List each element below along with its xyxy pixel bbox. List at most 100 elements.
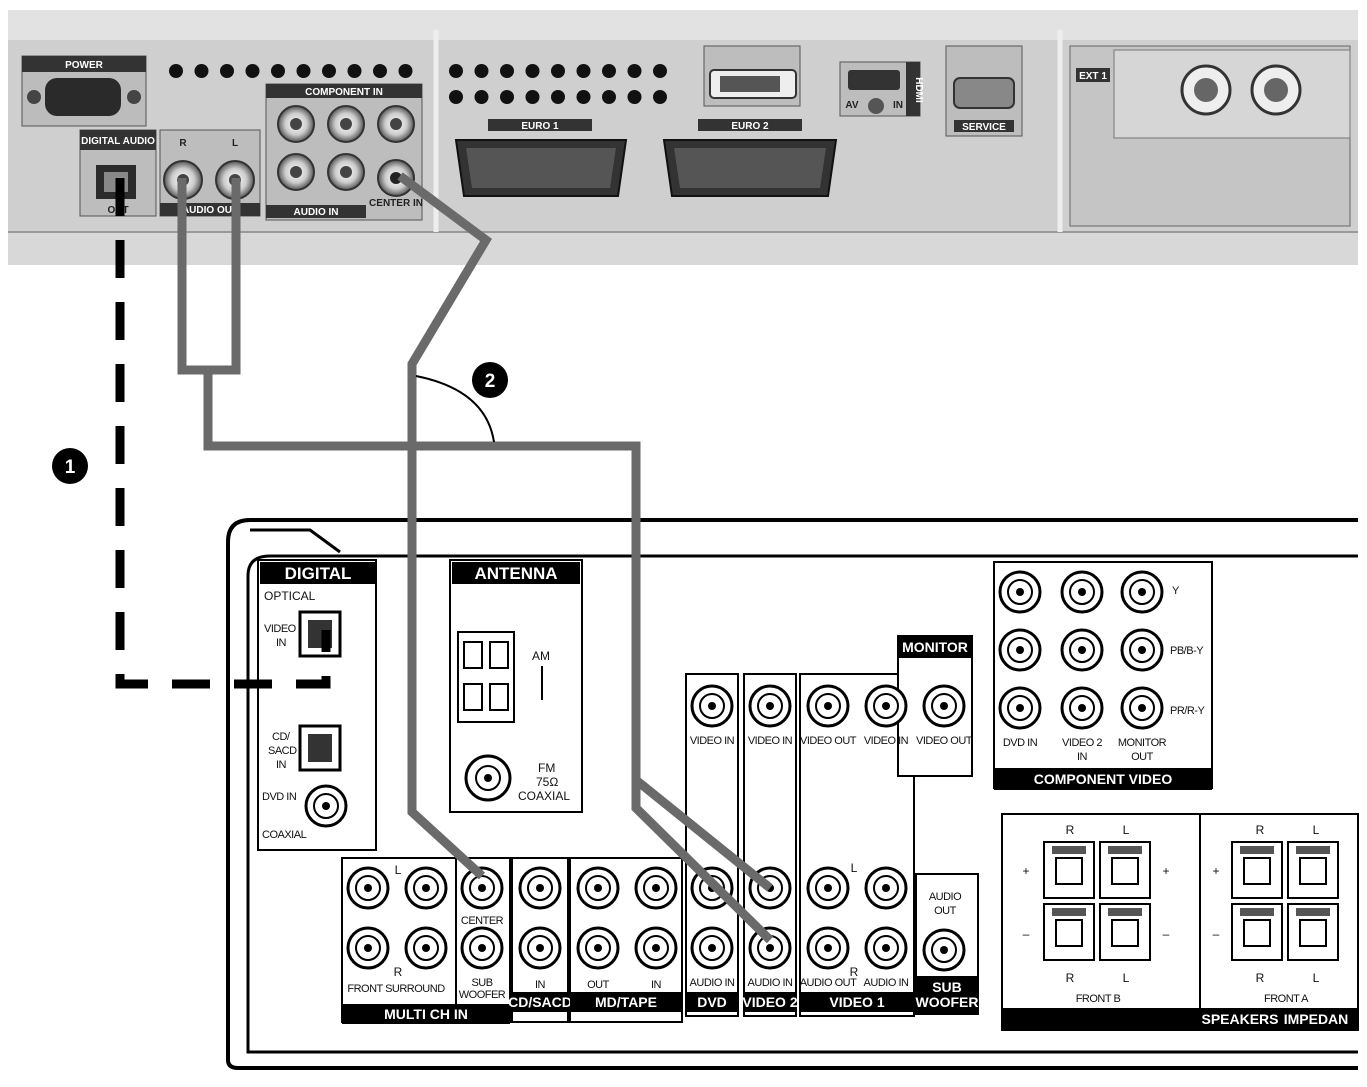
speaker-terminal <box>1099 841 1151 899</box>
svg-text:SACD: SACD <box>268 745 297 757</box>
svg-text:VIDEO 2: VIDEO 2 <box>264 623 304 635</box>
svg-text:–: – <box>1213 927 1220 941</box>
tv-vent-holes-left <box>169 64 413 78</box>
rca-jack <box>634 866 678 910</box>
speaker-terminal <box>1043 903 1095 961</box>
callout-1-label: 1 <box>65 457 76 478</box>
vent-hole <box>525 90 540 104</box>
rca-jack <box>518 866 562 910</box>
rca-jack <box>922 928 966 972</box>
speaker-terminal <box>1231 841 1283 899</box>
rca-jack <box>748 926 792 970</box>
callout-2-label: 2 <box>485 371 496 392</box>
vent-hole <box>322 64 336 78</box>
rca-jack <box>998 628 1042 672</box>
rca-jack <box>1120 686 1164 730</box>
speaker-terminal <box>1287 903 1339 961</box>
rca-jack <box>1060 686 1104 730</box>
receiver-antenna-section: ANTENNA AM FM 75Ω COAXIAL <box>449 559 583 813</box>
power-socket: POWER <box>21 55 147 127</box>
svg-text:OUT: OUT <box>587 979 610 991</box>
digital-head: DIGITAL <box>285 564 352 583</box>
svg-text:AUDIO IN: AUDIO IN <box>690 977 735 989</box>
svg-text:CD/: CD/ <box>272 731 291 743</box>
component-in-label: COMPONENT IN <box>305 87 383 98</box>
rca-jack <box>690 684 734 728</box>
tv-back-panel: POWER DIGITAL AUDIO OUT R L AUDIO OUT <box>8 10 1358 265</box>
svg-text:L: L <box>1123 823 1130 837</box>
video1-head: VIDEO 1 <box>829 994 884 1010</box>
vent-hole <box>576 90 591 104</box>
callout-2: 2 <box>472 362 508 398</box>
rca-jack <box>690 926 734 970</box>
rca-jack <box>1060 628 1104 672</box>
vent-hole <box>627 90 642 104</box>
svg-text:WOOFER: WOOFER <box>459 989 506 1001</box>
svg-text:L: L <box>851 861 858 875</box>
svg-text:+: + <box>1162 864 1169 878</box>
power-label: POWER <box>65 60 104 71</box>
center-cable <box>397 172 492 880</box>
rca-jack <box>346 866 390 910</box>
svg-text:WOOFER: WOOFER <box>916 994 979 1010</box>
svg-text:SUB: SUB <box>932 979 962 995</box>
dvd-head: DVD <box>697 994 727 1010</box>
rca-jack <box>806 684 850 728</box>
svg-text:DVD IN: DVD IN <box>262 791 297 803</box>
euro1-label: EURO 1 <box>521 121 559 132</box>
rca-jack <box>576 866 620 910</box>
svg-text:SUB: SUB <box>471 977 492 989</box>
svg-text:IMPEDAN: IMPEDAN <box>1284 1011 1349 1027</box>
svg-text:VIDEO OUT: VIDEO OUT <box>916 735 973 747</box>
svg-text:R: R <box>1256 971 1265 985</box>
svg-text:R: R <box>1066 971 1075 985</box>
vent-hole <box>576 64 591 78</box>
vent-hole <box>602 64 616 78</box>
receiver-back-panel: DIGITAL OPTICAL VIDEO 2 IN CD/ SACD IN D… <box>226 518 1359 1070</box>
svg-text:L: L <box>232 138 238 149</box>
svg-text:FRONT B: FRONT B <box>1076 993 1121 1005</box>
svg-text:FM: FM <box>538 761 555 775</box>
receiver-speakers: SPEAKERS IMPEDAN R L R L R L R L FRONT B… <box>1001 813 1359 1031</box>
svg-text:Y: Y <box>1172 585 1180 597</box>
rca-jack <box>460 866 504 910</box>
vent-hole <box>296 64 311 78</box>
component-video-head: COMPONENT VIDEO <box>1034 771 1173 787</box>
audio-cable-2b <box>631 446 773 892</box>
svg-text:AUDIO: AUDIO <box>929 891 962 903</box>
callout-1: 1 <box>52 448 88 484</box>
svg-text:IN: IN <box>276 637 287 649</box>
tv-audio-out: R L AUDIO OUT <box>159 129 261 217</box>
rca-jack <box>806 866 850 910</box>
vent-hole <box>245 64 260 78</box>
digital-audio-label: DIGITAL AUDIO <box>81 136 155 147</box>
antenna-head: ANTENNA <box>474 564 557 583</box>
svg-text:IN: IN <box>535 979 546 991</box>
audio-out-label: AUDIO OUT <box>182 205 238 216</box>
svg-text:AM: AM <box>532 649 550 663</box>
svg-text:PR/R-Y: PR/R-Y <box>1170 705 1205 717</box>
rca-jack <box>864 684 908 728</box>
vent-hole <box>347 64 362 78</box>
in-label: IN <box>893 100 903 111</box>
tv-service-connector: SERVICE <box>945 45 1023 137</box>
speakers-head: SPEAKERS <box>1201 1011 1278 1027</box>
cd-sacd-head: CD/SACD <box>508 994 572 1010</box>
rca-jack <box>998 570 1042 614</box>
svg-text:OPTICAL: OPTICAL <box>264 589 316 603</box>
vent-hole <box>602 90 616 104</box>
svg-text:COAXIAL: COAXIAL <box>262 829 307 841</box>
svg-text:–: – <box>1163 927 1170 941</box>
svg-text:OUT: OUT <box>1131 751 1154 763</box>
rca-jack <box>404 866 448 910</box>
rca-jack <box>460 926 504 970</box>
svg-text:L: L <box>1313 971 1320 985</box>
receiver-rca-jacks <box>346 570 1164 972</box>
vent-hole <box>474 64 489 78</box>
rca-jack <box>518 926 562 970</box>
speaker-terminals <box>1043 841 1339 961</box>
vent-hole <box>525 64 540 78</box>
svg-text:CENTER: CENTER <box>461 915 504 927</box>
